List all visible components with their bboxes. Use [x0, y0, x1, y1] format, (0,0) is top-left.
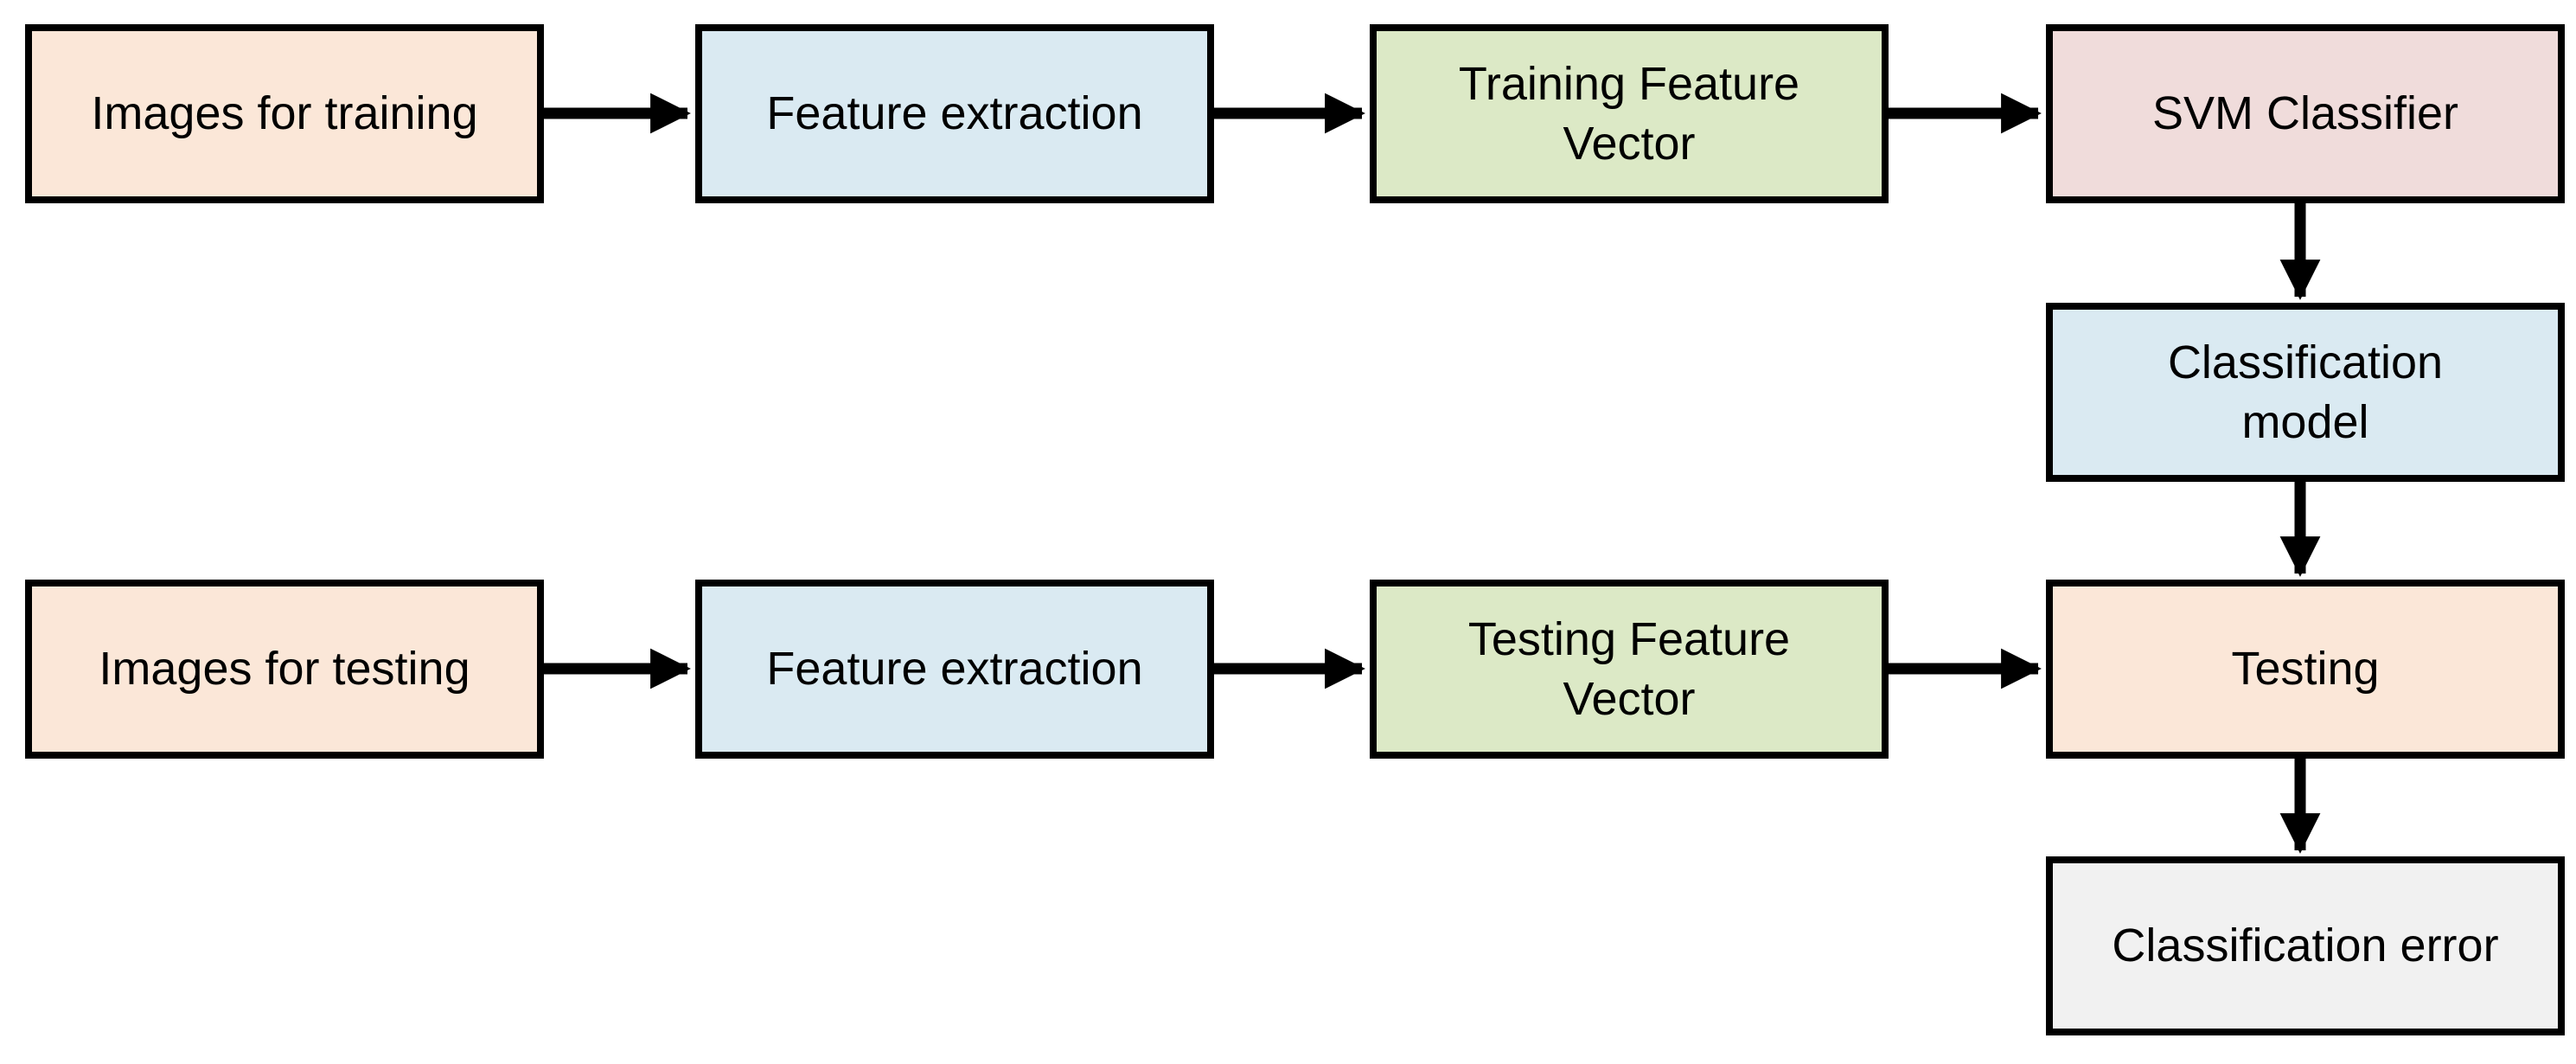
node-testing-feature-vector: Testing Feature Vector [1370, 580, 1889, 759]
node-images-for-testing: Images for testing [25, 580, 544, 759]
node-feature-extraction-testing: Feature extraction [695, 580, 1214, 759]
node-testing: Testing [2046, 580, 2565, 759]
node-svm-classifier: SVM Classifier [2046, 24, 2565, 203]
node-feature-extraction-training: Feature extraction [695, 24, 1214, 203]
node-images-for-training: Images for training [25, 24, 544, 203]
node-training-feature-vector: Training Feature Vector [1370, 24, 1889, 203]
node-classification-error: Classification error [2046, 856, 2565, 1035]
node-classification-model: Classification model [2046, 303, 2565, 482]
